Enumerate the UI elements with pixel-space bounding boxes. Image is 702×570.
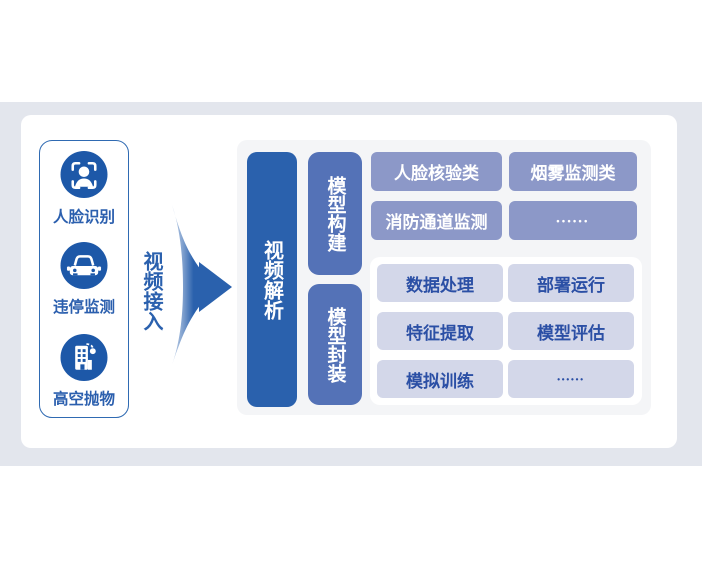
video-parse-bar: 视频解析 xyxy=(247,152,297,407)
source-label-parking: 违停监测 xyxy=(52,299,115,316)
scenario-box-fire-channel: 消防通道监测 xyxy=(371,201,502,240)
scenario-box-smoke: 烟雾监测类 xyxy=(509,152,637,191)
process-box-data: 数据处理 xyxy=(377,264,503,302)
face-recognition-icon xyxy=(60,151,108,198)
flow-label: 视频接入 xyxy=(140,251,162,331)
building-throw-icon xyxy=(60,334,108,381)
scenario-box-more: •••••• xyxy=(509,201,637,240)
source-label-throwing: 高空抛物 xyxy=(52,391,115,408)
pipeline-panel: 视频解析 模型构建 模型封装 人脸核验类 烟雾监测类 消防通道监测 ••••••… xyxy=(237,140,651,415)
flow-arrow xyxy=(172,205,232,365)
process-box-feature: 特征提取 xyxy=(377,312,503,350)
model-package-bar: 模型封装 xyxy=(308,284,362,405)
process-box-more: •••••• xyxy=(508,360,634,398)
process-box-evaluate: 模型评估 xyxy=(508,312,634,350)
car-icon xyxy=(60,242,108,289)
process-box-training: 模拟训练 xyxy=(377,360,503,398)
model-build-bar: 模型构建 xyxy=(308,152,362,275)
process-sub-panel: 数据处理 部署运行 特征提取 模型评估 模拟训练 •••••• xyxy=(370,257,642,405)
source-label-face: 人脸识别 xyxy=(52,209,115,226)
process-box-deploy: 部署运行 xyxy=(508,264,634,302)
scenario-box-face-verify: 人脸核验类 xyxy=(371,152,502,191)
video-sources-card: 人脸识别 违停监测 高空抛物 xyxy=(39,140,129,418)
